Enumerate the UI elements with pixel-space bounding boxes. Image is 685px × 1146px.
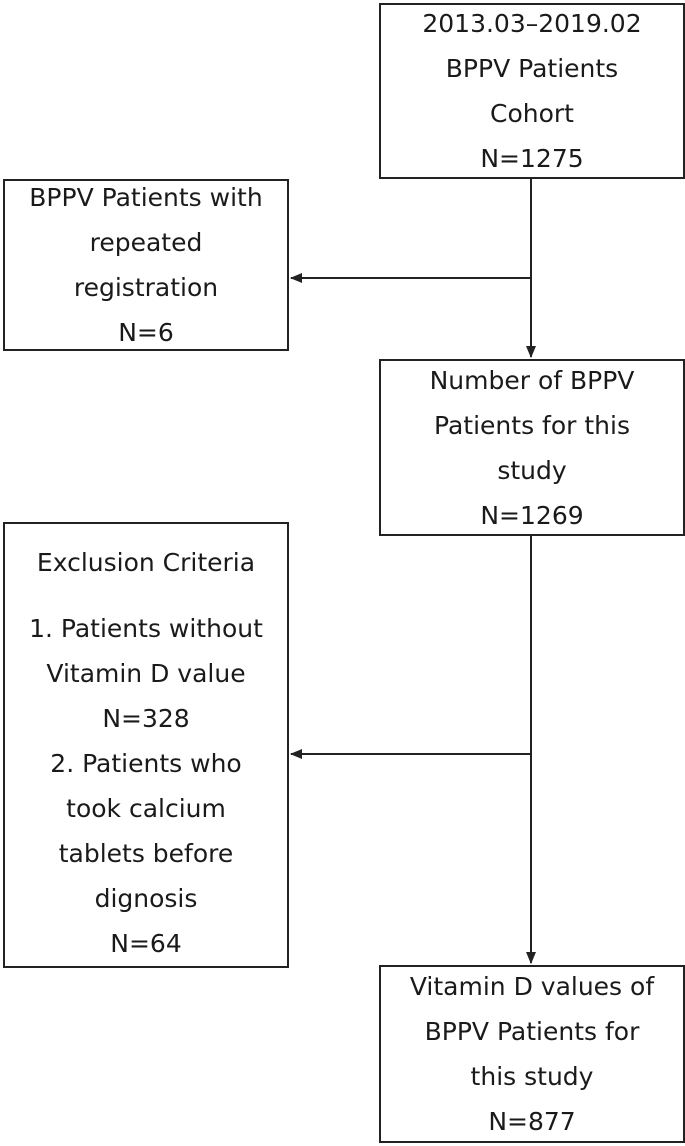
repeated-registration-box: BPPV Patients with repeated registration…	[3, 179, 289, 351]
exclusion-count-1: N=328	[102, 704, 190, 733]
exclusion-line-4: took calcium	[66, 794, 226, 823]
final-line-2: BPPV Patients for	[424, 1017, 640, 1046]
cohort-line-2: BPPV Patients	[445, 54, 619, 83]
cohort-line-3: Cohort	[490, 99, 574, 128]
exclusion-title: Exclusion Criteria	[36, 548, 256, 577]
cohort-count: N=1275	[480, 144, 584, 173]
study-line-1: Number of BPPV	[429, 365, 635, 395]
exclusion-line-5: tablets before	[58, 839, 234, 868]
exclusion-criteria-box: Exclusion Criteria 1. Patients without V…	[3, 522, 289, 968]
study-line-3: study	[497, 455, 567, 485]
repeated-line-2: repeated	[89, 228, 203, 257]
final-vitamin-d-box: Vitamin D values of BPPV Patients for th…	[379, 965, 685, 1143]
study-patients-box: Number of BPPV Patients for this study N…	[379, 359, 685, 536]
final-line-1: Vitamin D values of	[409, 972, 655, 1001]
exclusion-line-6: dignosis	[94, 884, 198, 913]
exclusion-line-1: 1. Patients without	[29, 614, 263, 643]
repeated-line-3: registration	[73, 273, 219, 302]
final-count: N=877	[488, 1107, 576, 1136]
exclusion-count-2: N=64	[110, 929, 182, 958]
cohort-box: 2013.03–2019.02 BPPV Patients Cohort N=1…	[379, 3, 685, 179]
repeated-count: N=6	[118, 318, 174, 347]
exclusion-line-3: 2. Patients who	[50, 749, 242, 778]
final-line-3: this study	[470, 1062, 594, 1091]
repeated-line-1: BPPV Patients with	[29, 183, 263, 212]
study-count: N=1269	[480, 500, 584, 530]
exclusion-line-2: Vitamin D value	[46, 659, 246, 688]
study-line-2: Patients for this	[434, 410, 630, 440]
cohort-line-1: 2013.03–2019.02	[422, 9, 642, 38]
